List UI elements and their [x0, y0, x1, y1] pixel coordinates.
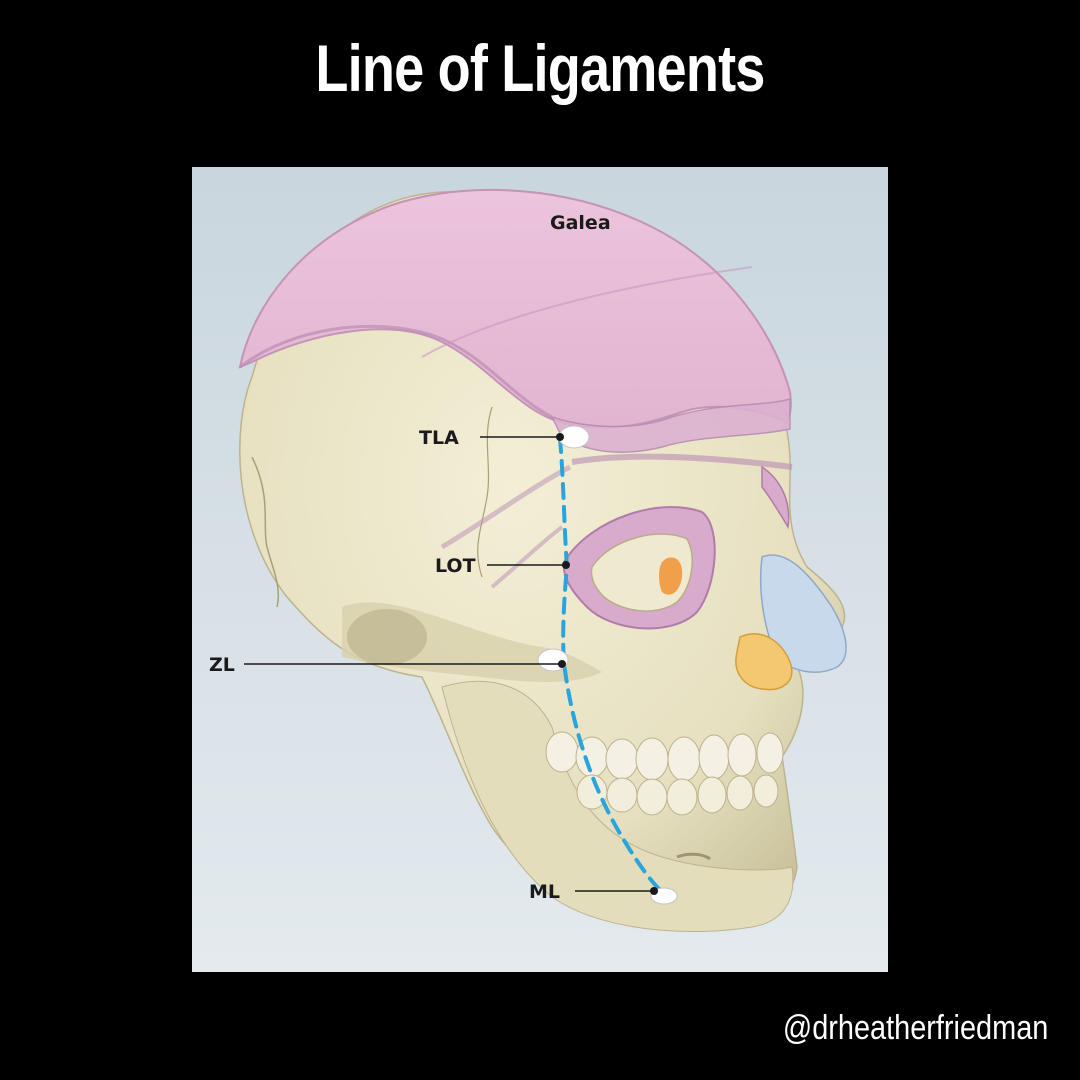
galea-label: Galea — [550, 212, 611, 234]
page-title: Line of Ligaments — [97, 30, 983, 106]
ml-label: ML — [529, 881, 560, 903]
author-handle: @drheatherfriedman — [783, 1009, 1048, 1048]
skull-diagram: Galea TLA LOT ZL ML — [192, 167, 888, 972]
skull-illustration: Galea TLA LOT ZL ML — [192, 167, 888, 972]
tla-label: TLA — [419, 427, 459, 449]
lot-label: LOT — [435, 555, 476, 577]
zl-label: ZL — [209, 654, 235, 676]
ear-canal-region — [347, 609, 427, 665]
